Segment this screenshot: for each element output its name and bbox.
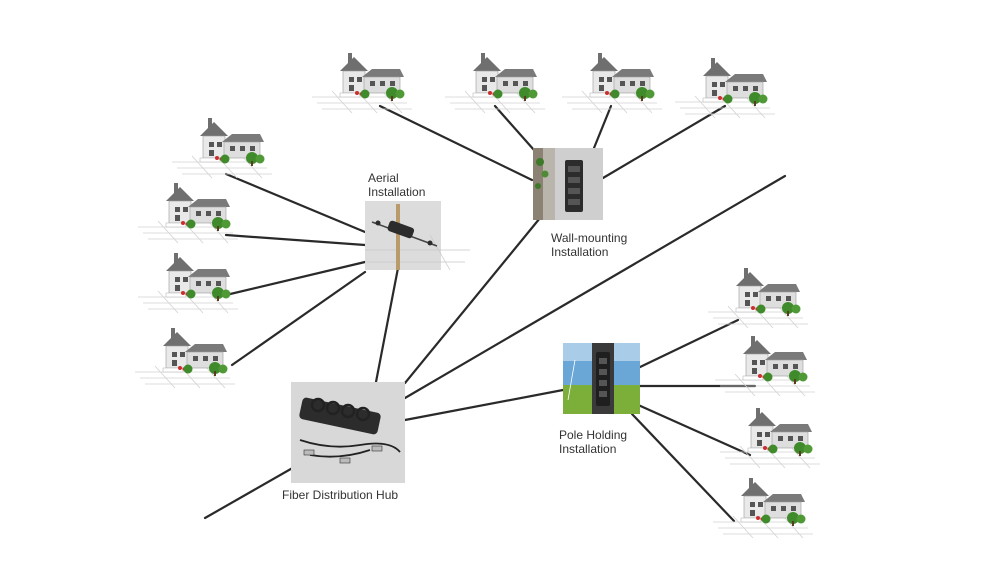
pole-holding-installation-label: Pole Holding Installation xyxy=(559,428,627,456)
aerial-to-house-line xyxy=(224,260,367,297)
house-icon xyxy=(134,327,236,389)
house-icon xyxy=(674,57,776,119)
aerial-to-house-line xyxy=(224,172,367,234)
wall-to-house-line xyxy=(601,104,727,180)
pole-to-house-line xyxy=(630,412,736,523)
wall-mounting-installation-label: Wall-mounting Installation xyxy=(551,231,627,259)
house-icon xyxy=(719,407,821,469)
aerial-label-line1: Aerial xyxy=(368,171,399,185)
house-icon xyxy=(137,182,239,244)
pole-label-line1: Pole Holding xyxy=(559,428,628,442)
aerial-closure-image xyxy=(365,201,470,271)
aerial-to-house-line xyxy=(224,233,367,247)
pole-to-house-line xyxy=(636,318,740,370)
pole-closure-image xyxy=(563,343,640,414)
fiber-distribution-hub-image xyxy=(291,382,405,483)
wall-to-house-line xyxy=(493,104,536,152)
connection-lines xyxy=(203,104,787,523)
backbone-line-upper xyxy=(403,174,787,400)
pole-to-house-line xyxy=(634,402,752,457)
wall-label-line2: Installation xyxy=(551,245,609,259)
wall-to-house-line xyxy=(592,104,613,150)
fiber-distribution-hub-label: Fiber Distribution Hub xyxy=(282,488,399,502)
house-icon xyxy=(561,52,663,114)
aerial-label-line2: Installation xyxy=(368,185,426,199)
wall-label-line1: Wall-mounting xyxy=(551,231,628,245)
pole-label-line2: Installation xyxy=(559,442,617,456)
house-icon xyxy=(311,52,413,114)
aerial-installation-label: Aerial Installation xyxy=(368,171,425,199)
backbone-line xyxy=(203,464,298,520)
house-icon xyxy=(444,52,546,114)
aerial-to-house-line xyxy=(230,270,367,367)
wall-to-house-line xyxy=(378,104,534,182)
hub-to-aerial-line xyxy=(374,266,400,384)
hub-to-pole-line xyxy=(403,388,565,422)
wall-closure-image xyxy=(533,148,603,220)
house-icon xyxy=(171,117,273,179)
house-icon xyxy=(707,267,809,329)
hub-to-wall-line xyxy=(403,216,542,385)
house-icon xyxy=(712,477,814,539)
house-icon xyxy=(137,252,239,314)
